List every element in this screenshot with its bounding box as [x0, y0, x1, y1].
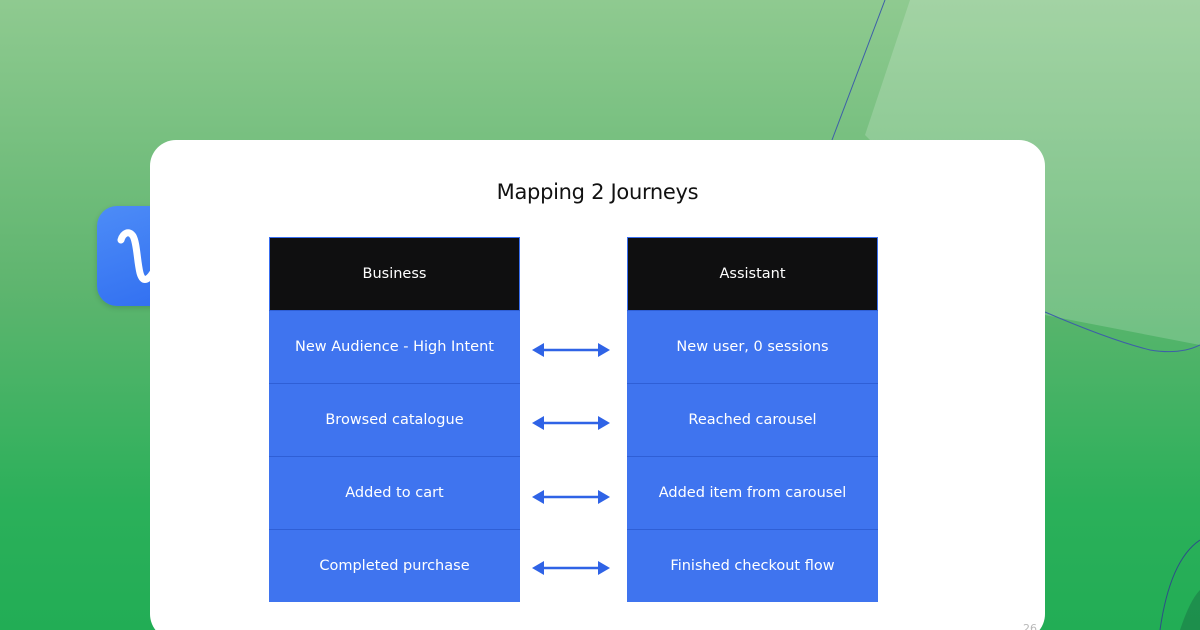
page-number: 26: [1023, 622, 1037, 630]
bidirectional-arrow-icon: [532, 561, 610, 575]
bidirectional-arrow-icon: [532, 343, 610, 357]
business-header: Business: [269, 237, 520, 310]
assistant-column: Assistant New user, 0 sessions Reached c…: [627, 237, 878, 602]
bidirectional-arrow-icon: [532, 416, 610, 430]
business-step: Added to cart: [269, 456, 520, 529]
business-column: Business New Audience - High Intent Brow…: [269, 237, 520, 602]
business-step: New Audience - High Intent: [269, 310, 520, 383]
assistant-step: Reached carousel: [627, 383, 878, 456]
business-step: Completed purchase: [269, 529, 520, 602]
assistant-step: Finished checkout flow: [627, 529, 878, 602]
bidirectional-arrow-icon: [532, 490, 610, 504]
assistant-header: Assistant: [627, 237, 878, 310]
slide-card: Mapping 2 Journeys Business New Audience…: [150, 140, 1045, 630]
business-step: Browsed catalogue: [269, 383, 520, 456]
slide-title: Mapping 2 Journeys: [496, 180, 699, 204]
assistant-step: Added item from carousel: [627, 456, 878, 529]
assistant-step: New user, 0 sessions: [627, 310, 878, 383]
